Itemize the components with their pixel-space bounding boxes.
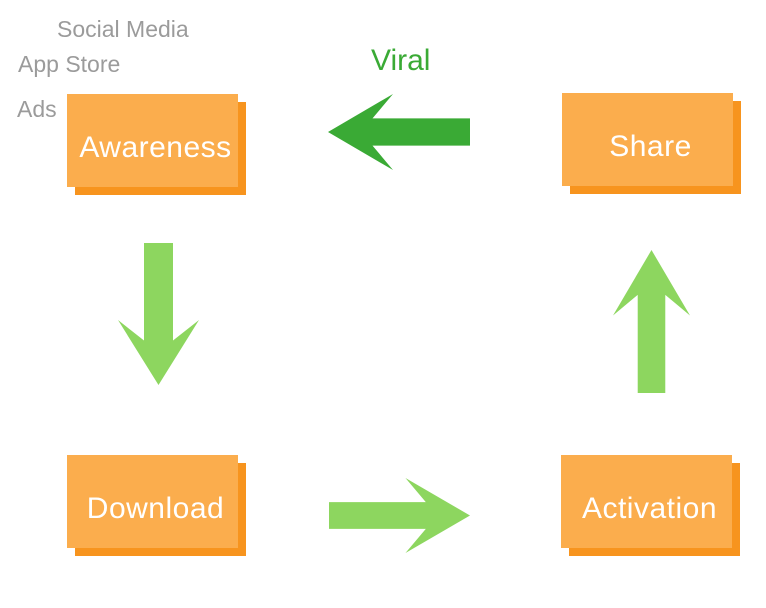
up-arrow-shape <box>613 250 690 393</box>
share-node-label: Share <box>609 129 692 163</box>
awareness-node-label: Awareness <box>79 130 232 164</box>
download-node: Download <box>67 455 238 548</box>
awareness-node: Awareness <box>67 94 238 187</box>
viral-arrow-shape <box>328 94 470 170</box>
up-arrow-icon <box>613 250 690 393</box>
activation-node-label: Activation <box>581 491 718 525</box>
right-arrow-icon <box>329 478 470 553</box>
channel-label-ads: Ads <box>17 96 57 122</box>
right-arrow-shape <box>329 478 470 553</box>
share-node: Share <box>562 93 733 186</box>
down-arrow-shape <box>118 243 199 385</box>
channel-label-app-store: App Store <box>18 51 121 77</box>
activation-node: Activation <box>561 455 732 548</box>
channel-label-social-media: Social Media <box>57 16 189 42</box>
download-node-label: Download <box>86 491 225 525</box>
down-arrow-icon <box>118 243 199 385</box>
viral-arrow-left-icon <box>328 94 470 170</box>
viral-label: Viral <box>371 44 431 77</box>
